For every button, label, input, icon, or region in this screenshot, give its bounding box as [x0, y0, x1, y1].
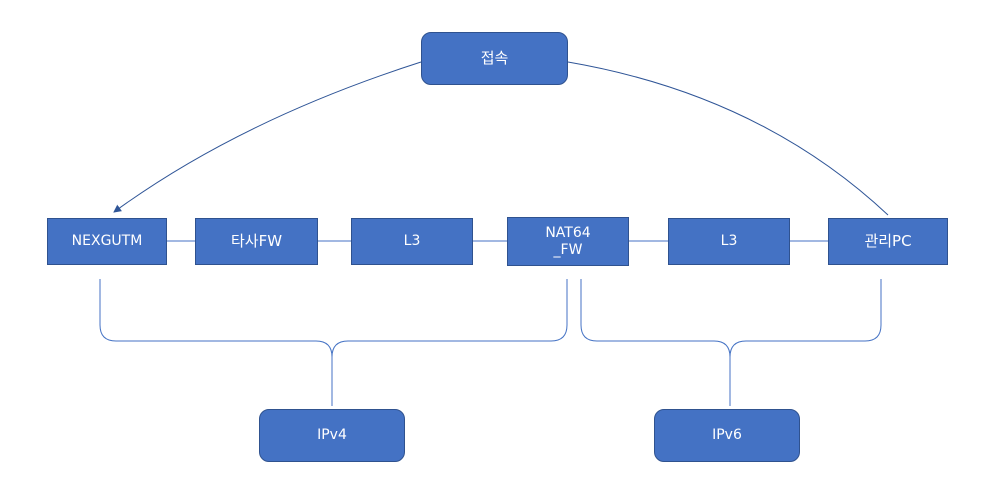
access-node-label: 접속 [480, 49, 509, 67]
l3-left-node: L3 [351, 218, 473, 265]
other-fw-node: 타사FW [195, 218, 318, 265]
admin-pc-label: 관리PC [864, 232, 912, 250]
ipv6-label: IPv6 [712, 427, 742, 443]
admin-pc-node: 관리PC [828, 218, 948, 265]
access-node: 접속 [421, 32, 568, 85]
nat64-fw-label: NAT64 _FW [545, 224, 591, 258]
ipv6-node: IPv6 [654, 409, 800, 462]
ipv4-label: IPv4 [317, 427, 347, 443]
l3-left-label: L3 [403, 233, 421, 249]
nat64-fw-node: NAT64 _FW [507, 217, 629, 266]
ipv6-brace [580, 279, 882, 406]
l3-right-label: L3 [720, 233, 738, 249]
other-fw-label: 타사FW [230, 232, 283, 250]
nexgutm-label: NEXGUTM [71, 233, 143, 249]
ipv4-node: IPv4 [259, 409, 405, 462]
l3-right-node: L3 [668, 218, 790, 265]
access-to-admin-pc-line [567, 61, 889, 216]
ipv4-brace [99, 279, 568, 406]
access-to-nexgutm-arrow [113, 61, 422, 213]
nexgutm-node: NEXGUTM [47, 218, 167, 265]
